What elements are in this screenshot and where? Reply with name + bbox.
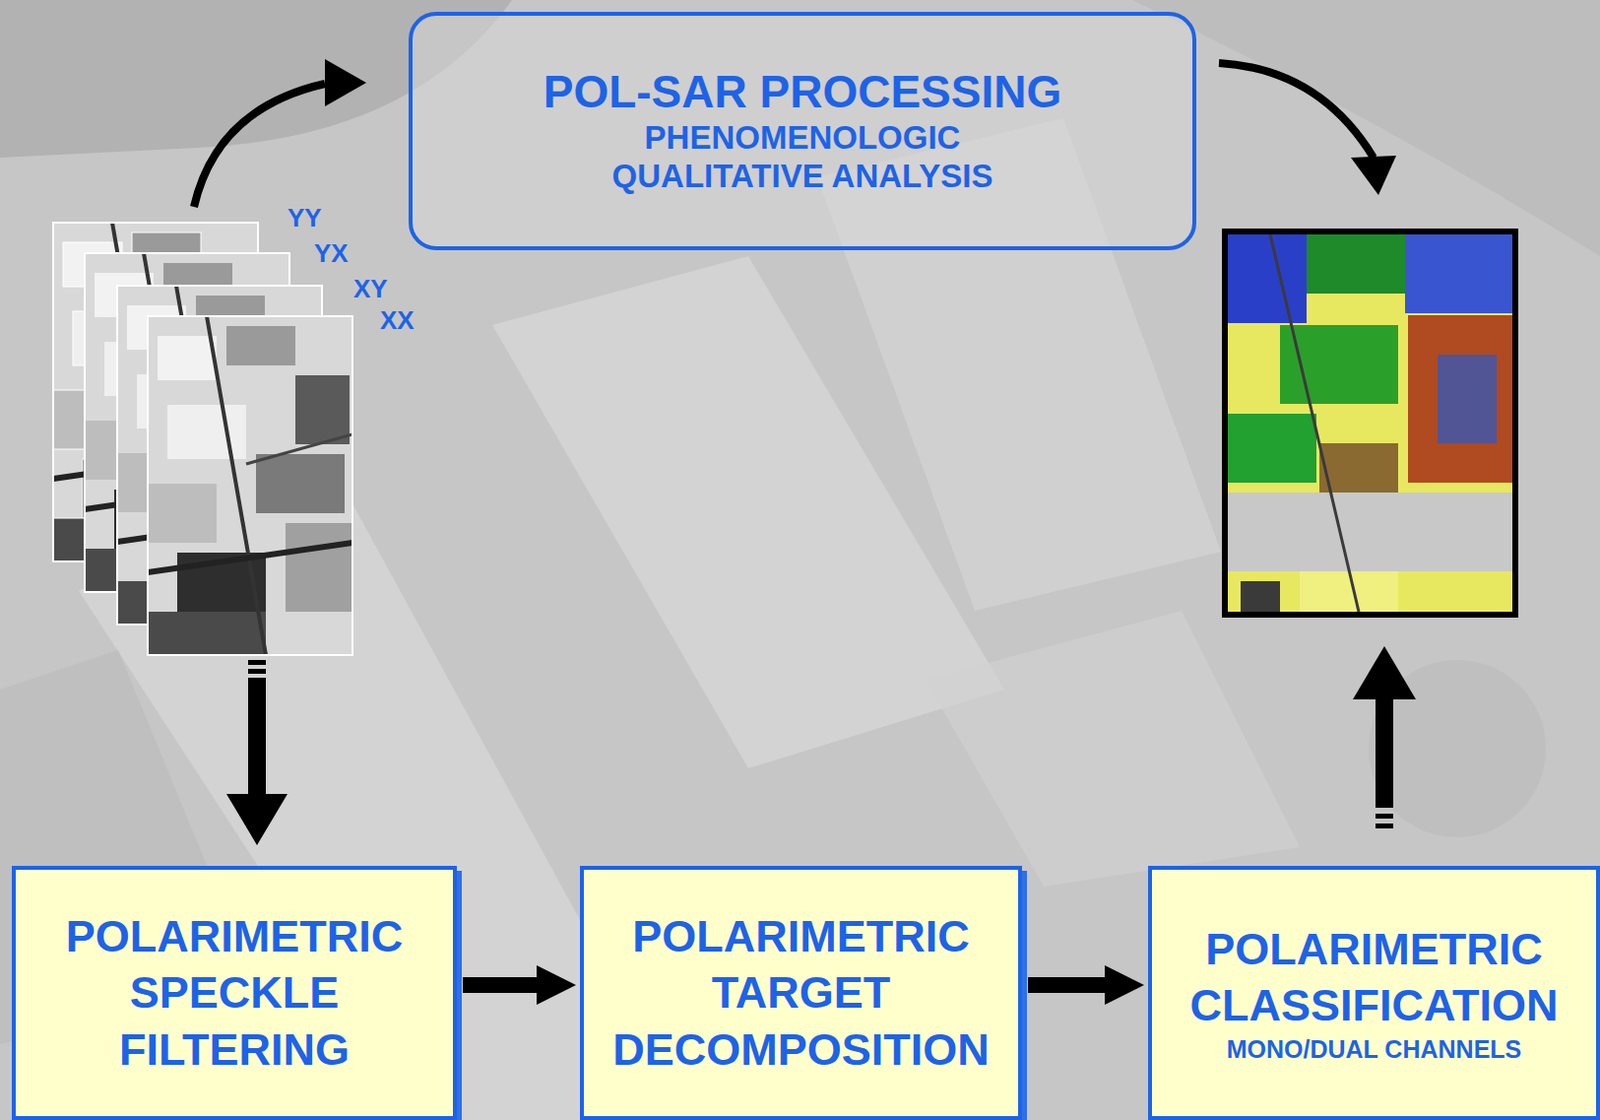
arrowhead xyxy=(1350,155,1397,195)
arrowhead xyxy=(324,59,367,107)
classification-map xyxy=(1221,228,1519,618)
channel-label: XX xyxy=(380,305,415,336)
process-box: POLARIMETRIC TARGET DECOMPOSITION xyxy=(579,865,1023,1120)
box-title: POLARIMETRIC SPECKLE FILTERING xyxy=(22,907,447,1077)
flow-arrow xyxy=(462,964,576,1005)
channel-label: YY xyxy=(287,202,322,234)
box-title: POLARIMETRIC TARGET DECOMPOSITION xyxy=(589,907,1014,1077)
channel-label: YX xyxy=(314,238,349,269)
process-box: POLARIMETRIC CLASSIFICATIONMONO/DUAL CHA… xyxy=(1148,865,1600,1120)
image-stack xyxy=(53,222,353,655)
box-subtitle: MONO/DUAL CHANNELS xyxy=(1226,1032,1523,1066)
process-box: POL-SAR PROCESSINGPHENOMENOLOGIC QUALITA… xyxy=(408,11,1197,251)
flow-arrow xyxy=(1027,964,1145,1005)
curved-arrow xyxy=(193,83,325,207)
process-box: POLARIMETRIC SPECKLE FILTERING xyxy=(11,865,457,1120)
box-subtitle: PHENOMENOLOGIC QUALITATIVE ANALYSIS xyxy=(536,118,1069,196)
box-title: POL-SAR PROCESSING xyxy=(543,65,1063,119)
curved-arrow xyxy=(1218,63,1374,158)
down-arrow xyxy=(226,659,288,845)
channel-label: XY xyxy=(353,273,388,305)
box-title: POLARIMETRIC CLASSIFICATION xyxy=(1157,920,1592,1033)
up-arrow xyxy=(1352,645,1416,829)
